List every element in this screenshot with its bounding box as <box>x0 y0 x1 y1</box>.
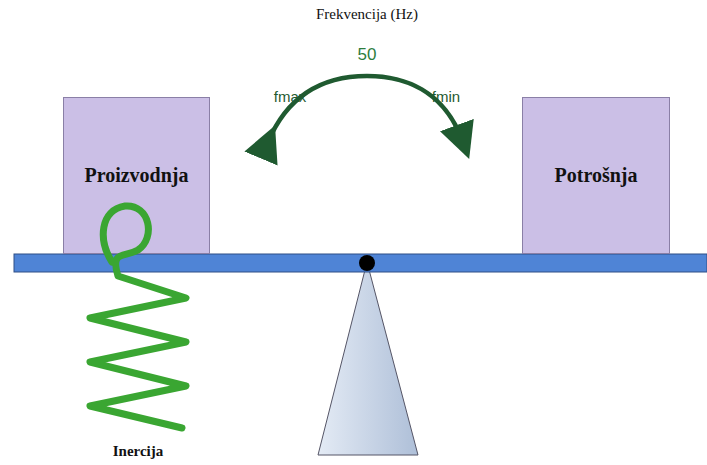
frequency-arrow <box>268 76 463 142</box>
min-frequency-label: fmin <box>432 88 460 105</box>
max-frequency-label: fmax <box>274 88 307 105</box>
consumption-box: Potrošnja <box>522 97 670 254</box>
box-label: Proizvodnja <box>84 164 188 187</box>
seesaw-plank <box>14 254 707 272</box>
pivot-dot <box>359 255 375 271</box>
box-label: Potrošnja <box>555 164 638 187</box>
frequency-value: 50 <box>358 45 377 65</box>
production-box: Proizvodnja <box>63 97 210 254</box>
inertia-label: Inercija <box>113 443 164 460</box>
axis-title: Frekvencija (Hz) <box>316 6 418 23</box>
fulcrum-triangle <box>318 262 418 455</box>
